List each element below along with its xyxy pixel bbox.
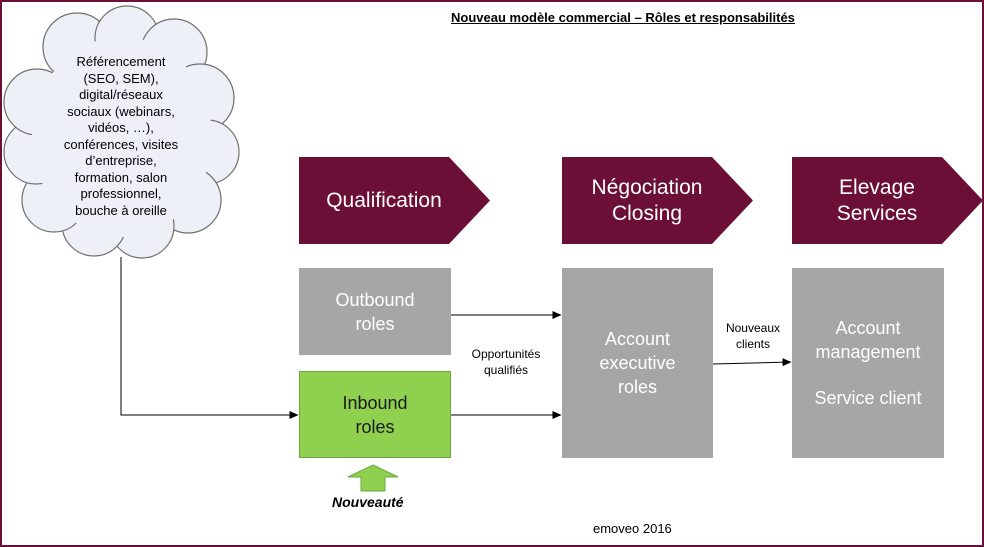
nouveaux-clients-label: Nouveaux clients [725, 321, 781, 351]
account-management-box: Account management Service client [792, 268, 944, 458]
phase-label: Qualification [326, 188, 442, 212]
footer-credit: emoveo 2016 [593, 521, 672, 536]
phase-label: Négociation Closing [591, 175, 703, 225]
cloud-line: conférences, visites [63, 136, 179, 152]
cloud-text: Référencement (SEO, SEM), digital/réseau… [40, 54, 202, 219]
phase-elevage: Elevage Services [792, 157, 984, 244]
phase-negociation: Négociation Closing [562, 157, 754, 244]
cloud-line: (SEO, SEM), [83, 70, 159, 86]
nouveaute-label: Nouveauté [332, 494, 404, 510]
cloud-line: professionnel, [80, 186, 162, 201]
cloud-line: bouche à oreille [75, 202, 167, 218]
nouveaute-up-arrow [347, 464, 399, 492]
cloud-line: Référencement [76, 54, 166, 69]
account-to-management-arrow [712, 358, 792, 367]
account-executive-box: Account executive roles [562, 268, 713, 458]
cloud-line: sociaux (webinars, [67, 103, 175, 119]
outbound-roles-box: Outbound roles [299, 268, 451, 355]
cloud-line: vidéos, …), [88, 120, 154, 135]
opportunites-label: Opportunités qualifiés [471, 347, 541, 377]
cloud-line: d’entreprise, [85, 153, 157, 168]
phase-label: Elevage Services [836, 175, 918, 225]
cloud-line: formation, salon [74, 169, 168, 185]
diagram-title: Nouveau modèle commercial – Rôles et res… [451, 10, 795, 25]
cloud-shape [3, 5, 240, 259]
inbound-roles-box: Inbound roles [299, 371, 451, 458]
cloud-line: digital/réseaux [79, 87, 163, 102]
service-client-label: Service client [814, 388, 922, 408]
cloud-to-inbound-connector [120, 257, 299, 419]
phase-qualification: Qualification [299, 157, 491, 244]
